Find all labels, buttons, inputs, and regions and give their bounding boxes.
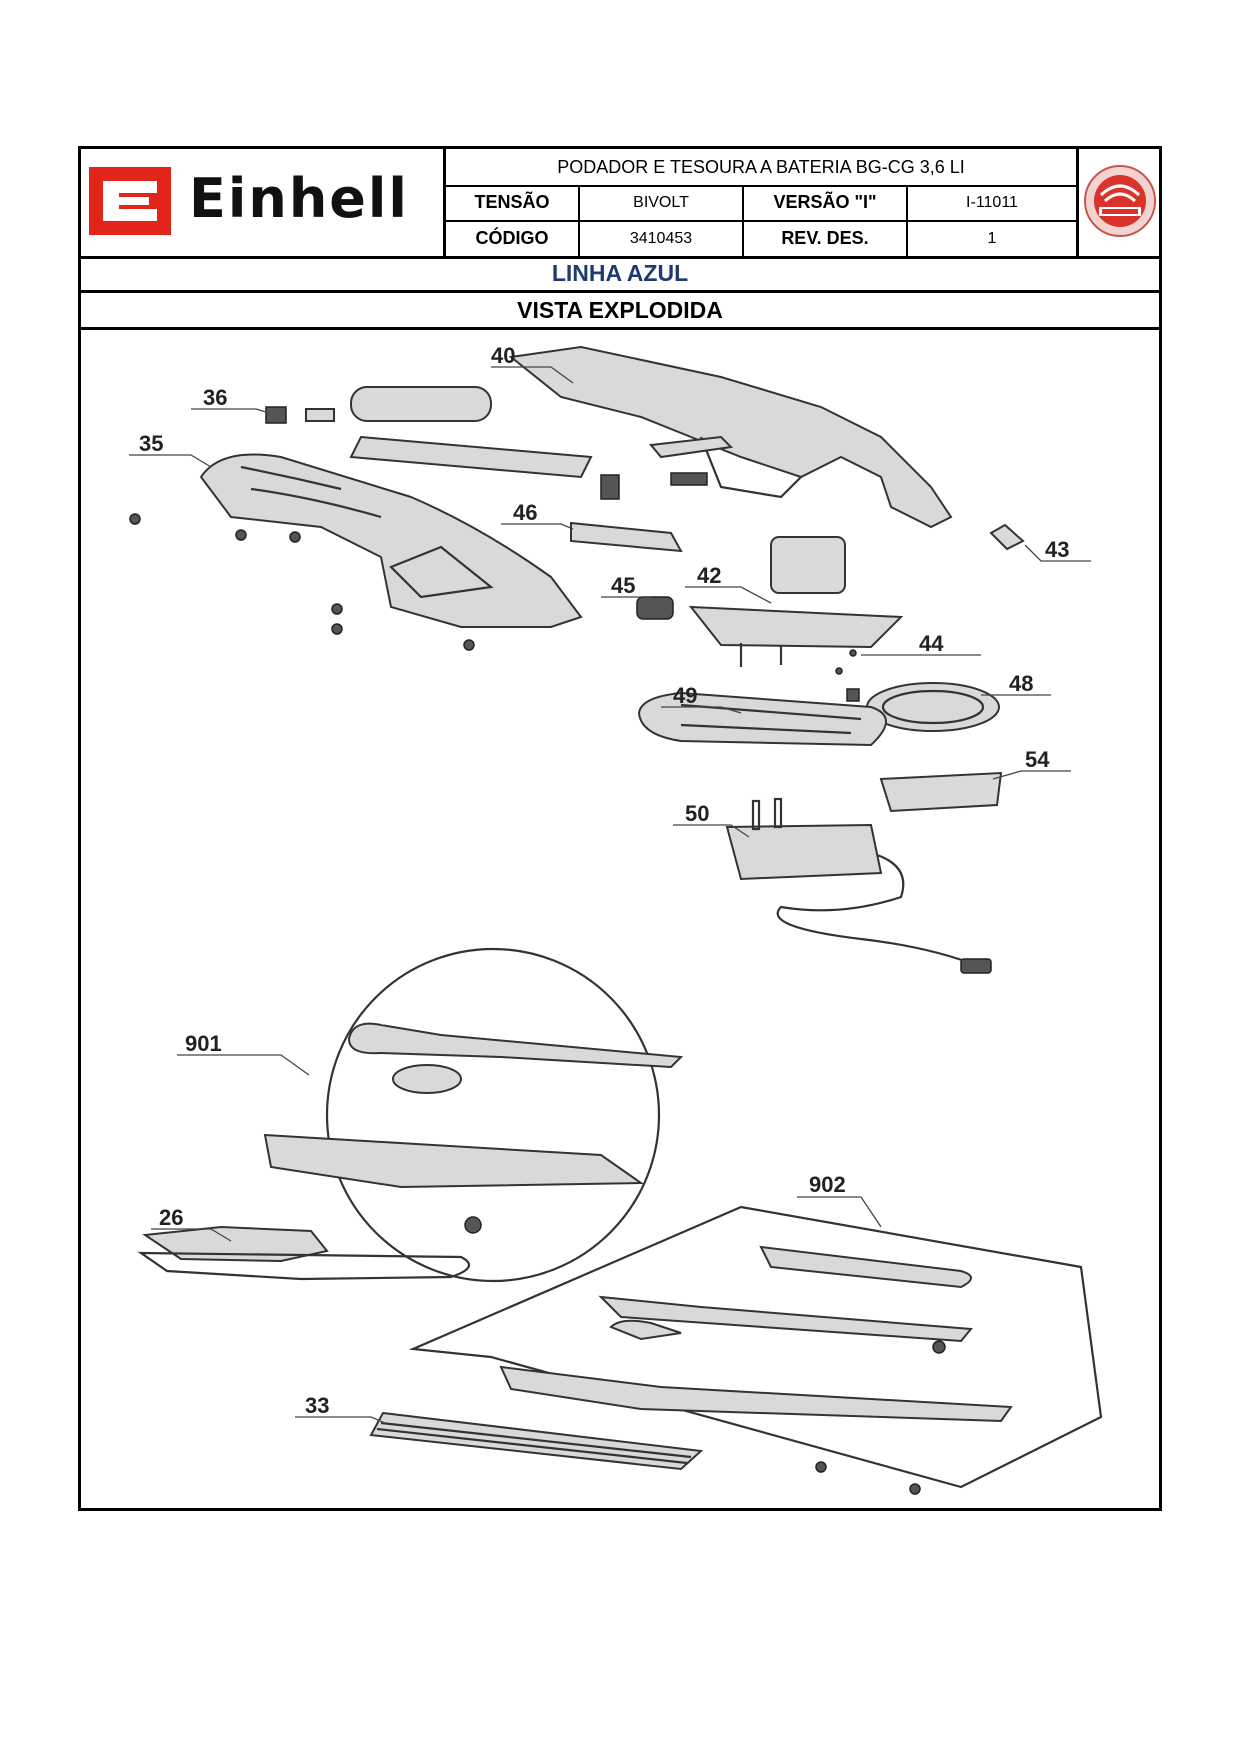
part-label-44: 44 — [919, 631, 944, 656]
part-label-36: 36 — [203, 385, 227, 410]
codigo-value: 3410453 — [580, 221, 744, 256]
part-54-label-sheet: 54 — [879, 747, 1071, 813]
versao-label: VERSÃO "I" — [744, 185, 908, 220]
versao-value: I-11011 — [966, 194, 1018, 211]
part-label-46: 46 — [513, 500, 537, 525]
view-label: VISTA EXPLODIDA — [81, 293, 1159, 330]
authorized-service-seal — [1076, 149, 1162, 256]
part-36-switch: 36 — [191, 385, 335, 424]
part-48-gear: 48 — [846, 671, 1051, 732]
part-40-housing-shell: 40 — [491, 343, 953, 529]
tensao-label: TENSÃO — [446, 185, 580, 220]
line-label: LINHA AZUL — [81, 256, 1159, 293]
part-label-33: 33 — [305, 1393, 329, 1418]
header-block: Einhell PODADOR E TESOURA A BATERIA BG-C… — [81, 149, 1159, 259]
part-label-40: 40 — [491, 343, 515, 368]
part-43-lock: 43 — [989, 523, 1091, 562]
part-26-blade-cover: 26 — [137, 1205, 471, 1281]
part-label-49: 49 — [673, 683, 697, 708]
tensao-value: BIVOLT — [580, 185, 744, 220]
product-title: PODADOR E TESOURA A BATERIA BG-CG 3,6 LI — [446, 149, 1076, 187]
part-45-knob: 45 — [601, 573, 674, 620]
part-label-35: 35 — [139, 431, 163, 456]
part-44-pin: 44 — [835, 631, 981, 675]
part-battery-pack — [349, 386, 734, 500]
part-33-blade-guard: 33 — [295, 1393, 704, 1471]
part-35-handle-shell: 35 — [129, 431, 583, 628]
rev-label: REV. DES. — [744, 221, 908, 256]
einhell-logo-mark-icon — [89, 167, 171, 235]
part-label-48: 48 — [1009, 671, 1033, 696]
part-label-902: 902 — [809, 1172, 846, 1197]
part-label-901: 901 — [185, 1031, 222, 1056]
service-seal-icon — [1084, 165, 1156, 237]
part-label-50: 50 — [685, 801, 709, 826]
part-49-base-plate: 49 — [637, 683, 887, 747]
part-46-bracket: 46 — [501, 500, 683, 553]
part-label-45: 45 — [611, 573, 635, 598]
codigo-label: CÓDIGO — [446, 221, 580, 256]
part-label-43: 43 — [1045, 537, 1069, 562]
part-label-54: 54 — [1025, 747, 1050, 772]
part-902-hedge-blade-assembly: 902 — [408, 1172, 1103, 1495]
header-row-1: TENSÃO BIVOLT VERSÃO "I" I-11011 — [446, 185, 1076, 222]
part-901-blade-detail: 901 — [177, 947, 684, 1283]
rev-value: 1 — [987, 230, 997, 247]
brand-logo: Einhell — [81, 149, 446, 256]
brand-wordmark: Einhell — [189, 167, 409, 230]
exploded-view-drawing: 40 36 35 — [81, 327, 1159, 1508]
part-screws-left — [129, 513, 475, 651]
header-row-2: CÓDIGO 3410453 REV. DES. 1 — [446, 221, 1076, 256]
part-50-charger: 50 — [673, 797, 992, 974]
part-42-motor-gearbox: 42 — [685, 536, 904, 667]
parts-sheet: Einhell PODADOR E TESOURA A BATERIA BG-C… — [78, 146, 1162, 1511]
part-label-42: 42 — [697, 563, 721, 588]
part-label-26: 26 — [159, 1205, 183, 1230]
